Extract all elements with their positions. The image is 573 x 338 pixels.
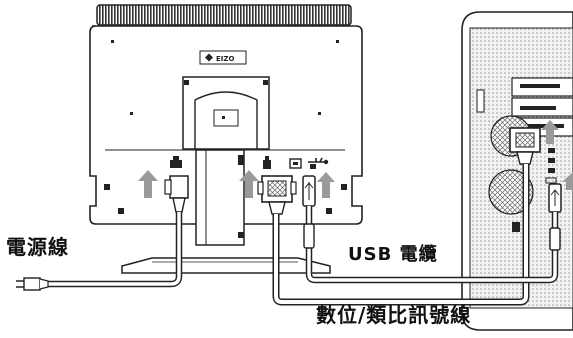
eizo-logo: EIZO	[199, 50, 247, 65]
top-vent	[96, 4, 352, 26]
pc-tower	[461, 11, 573, 331]
power-connector-icon	[170, 156, 182, 168]
usb-cable-label: USB 電纜	[348, 244, 438, 265]
pc-usb-connector	[548, 183, 562, 213]
fan-lower	[488, 169, 534, 215]
logo-text: EIZO	[216, 55, 234, 63]
signal-cable-label: 數位/類比訊號線	[316, 303, 472, 327]
up-arrow-icon	[138, 120, 573, 198]
pc-signal-connector	[509, 127, 541, 165]
usb-port-icon	[308, 157, 329, 169]
monitor-rear: EIZO	[89, 4, 363, 274]
usb-connector-monitor	[302, 175, 316, 207]
pc-usb-ferrite-core	[549, 227, 561, 251]
stand-neck	[195, 149, 245, 246]
stand-base	[121, 257, 331, 274]
signal-connector	[257, 175, 297, 215]
wall-plug	[16, 277, 49, 291]
usb-ferrite-core	[303, 223, 315, 249]
expansion-slots	[511, 77, 573, 137]
stand-mount	[182, 76, 270, 150]
power-cable-label: 電源線	[6, 235, 69, 259]
dsub-port-icon	[289, 158, 302, 169]
dvi-port-icon	[263, 156, 271, 169]
